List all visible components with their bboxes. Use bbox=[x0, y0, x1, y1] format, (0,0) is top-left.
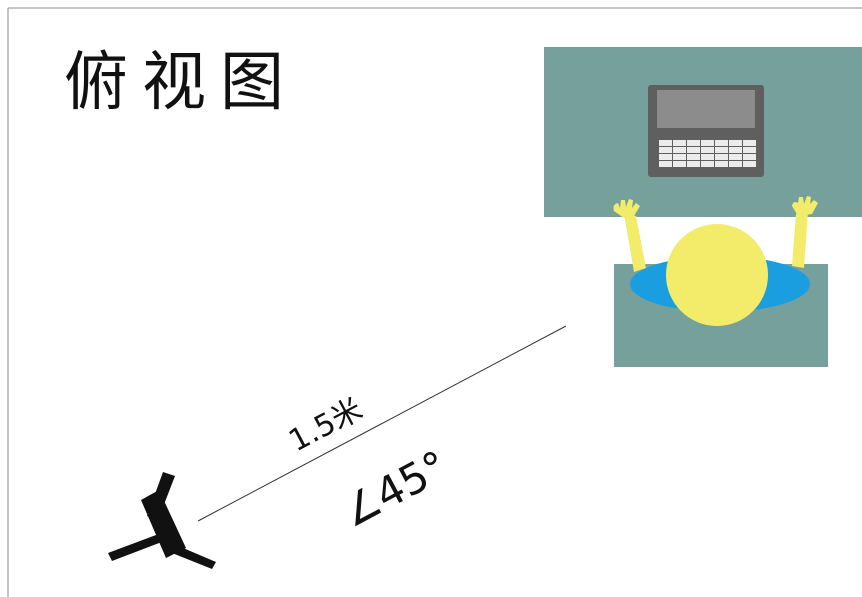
keyboard-key bbox=[729, 161, 742, 167]
person-left-hand bbox=[613, 199, 640, 218]
keyboard-key bbox=[715, 147, 728, 153]
keyboard-key bbox=[743, 147, 756, 153]
laptop-icon bbox=[648, 85, 764, 177]
keyboard-key bbox=[687, 147, 700, 153]
tripod-camera-icon bbox=[108, 472, 216, 569]
person-right-hand bbox=[792, 196, 818, 216]
keyboard-key bbox=[659, 140, 672, 146]
keyboard-key bbox=[715, 161, 728, 167]
keyboard-key bbox=[659, 154, 672, 160]
keyboard-key bbox=[701, 154, 714, 160]
keyboard-key bbox=[715, 140, 728, 146]
keyboard-key bbox=[729, 140, 742, 146]
keyboard-key bbox=[687, 140, 700, 146]
keyboard-key bbox=[729, 154, 742, 160]
keyboard-key bbox=[743, 140, 756, 146]
keyboard-key bbox=[701, 161, 714, 167]
person-head bbox=[666, 224, 768, 326]
keyboard-key bbox=[687, 154, 700, 160]
keyboard-key bbox=[673, 140, 686, 146]
person-right-arm bbox=[792, 212, 808, 268]
keyboard-key bbox=[715, 154, 728, 160]
keyboard-key bbox=[729, 147, 742, 153]
keyboard-key bbox=[701, 140, 714, 146]
sight-line bbox=[197, 325, 567, 522]
keyboard-key bbox=[673, 147, 686, 153]
page-title: 俯视图 bbox=[64, 46, 298, 120]
keyboard-key bbox=[673, 161, 686, 167]
distance-label: 1.5米 bbox=[283, 392, 368, 459]
keyboard-key bbox=[659, 147, 672, 153]
angle-label: ∠45° bbox=[334, 441, 456, 537]
keyboard-key bbox=[743, 161, 756, 167]
keyboard-key bbox=[743, 154, 756, 160]
person-topview-icon bbox=[613, 196, 818, 326]
keyboard-key bbox=[687, 161, 700, 167]
keyboard-key bbox=[701, 147, 714, 153]
person-left-arm bbox=[624, 214, 646, 272]
keyboard-key bbox=[673, 154, 686, 160]
keyboard-key bbox=[659, 161, 672, 167]
